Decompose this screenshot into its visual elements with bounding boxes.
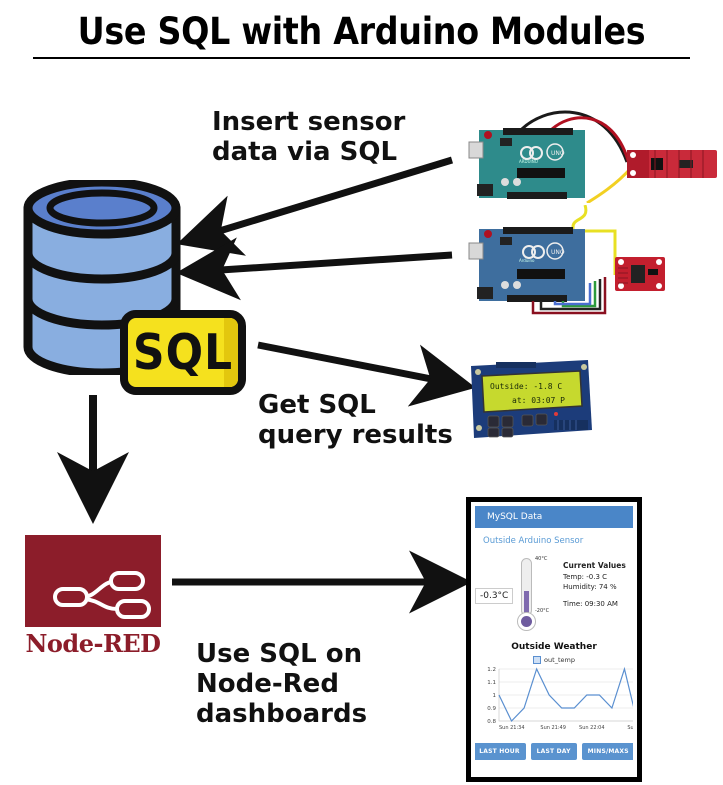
current-values-heading: Current Values: [563, 561, 626, 570]
arduino-board-with-breakout-sensor: UNO Arduino: [468, 205, 665, 315]
lcd-display-module: Outside: -1.8 C at: 03:07 P: [471, 360, 592, 438]
svg-text:Sun 21:49: Sun 21:49: [540, 725, 566, 731]
current-time-value: Time: 09:30 AM: [563, 599, 618, 608]
title-underline: [33, 57, 690, 59]
label-use-sql-on-dashboards: Use SQL on Node-Red dashboards: [196, 639, 368, 729]
arrow-insert-1: [176, 156, 454, 256]
svg-text:1.1: 1.1: [487, 680, 496, 686]
label-insert-sensor-data: Insert sensor data via SQL: [212, 107, 406, 167]
thermometer-bulb-fill: [521, 616, 532, 627]
nodered-logo-box: [25, 535, 161, 627]
svg-text:1: 1: [493, 693, 497, 699]
sql-badge: SQL: [120, 310, 246, 395]
nodered-label: Node-RED: [25, 629, 161, 658]
svg-text:UNO: UNO: [551, 150, 565, 157]
current-temp-value: Temp: -0.3 C: [563, 572, 608, 581]
chart-legend[interactable]: out_temp: [475, 656, 633, 664]
thermometer-gauge: 40°C -20°C -0.3°C: [475, 556, 557, 636]
current-humidity-value: Humidity: 74 %: [563, 583, 617, 591]
arrow-insert-2: [176, 237, 453, 301]
legend-label: out_temp: [544, 656, 575, 664]
dashboard-button-row: LAST HOUR LAST DAY MINS/MAXS: [475, 743, 633, 760]
arduino-board-with-temp-sensor: UNO ARDUINO: [468, 110, 717, 203]
legend-swatch-icon[interactable]: [533, 656, 542, 664]
arrow-query-results: [257, 341, 476, 407]
chart-title: Outside Weather: [511, 642, 597, 652]
nodered-flow-icon: [53, 571, 151, 619]
dashboard-subtitle: Outside Arduino Sensor: [483, 536, 584, 546]
sql-badge-shade: [224, 318, 238, 387]
dashboard-screen: MySQL Data Outside Arduino Sensor 40°C -…: [475, 506, 633, 773]
nodered-dashboard-panel: MySQL Data Outside Arduino Sensor 40°C -…: [466, 497, 642, 782]
last-hour-button[interactable]: LAST HOUR: [475, 743, 526, 760]
page-title: Use SQL with Arduino Modules: [77, 10, 646, 53]
svg-text:0.9: 0.9: [487, 706, 496, 712]
thermometer-reading: -0.3°C: [475, 588, 514, 604]
svg-text:UNO: UNO: [551, 249, 565, 256]
sql-badge-label: SQL: [132, 324, 234, 381]
dashboard-current-row: 40°C -20°C -0.3°C Current Values Temp: -…: [475, 546, 633, 638]
svg-text:Sun 22:04: Sun 22:04: [579, 725, 605, 731]
lcd-line2-text: at: 03:07 P: [512, 396, 565, 405]
svg-text:1.2: 1.2: [487, 667, 496, 673]
thermometer-fill: [524, 591, 529, 616]
thermometer-tick-low: -20°C: [535, 608, 550, 614]
label-get-sql-query-results: Get SQL query results: [258, 390, 453, 450]
svg-text:0.8: 0.8: [487, 719, 496, 725]
svg-text:ARDUINO: ARDUINO: [519, 159, 538, 164]
last-day-button[interactable]: LAST DAY: [530, 743, 577, 760]
svg-text:Sun 22:29: Sun 22:29: [627, 725, 633, 731]
mins-maxs-button[interactable]: MINS/MAXS: [581, 743, 633, 760]
thermometer-tick-high: 40°C: [535, 556, 548, 562]
spacer: [563, 593, 626, 599]
nodered-logo: Node-RED: [25, 535, 161, 658]
current-values-block: Current Values Temp: -0.3 C Humidity: 74…: [563, 560, 626, 609]
svg-text:Arduino: Arduino: [519, 258, 535, 263]
svg-text:Sun 21:34: Sun 21:34: [499, 725, 525, 731]
lcd-line1-text: Outside: -1.8 C: [490, 382, 562, 391]
dashboard-header: MySQL Data: [475, 506, 633, 528]
